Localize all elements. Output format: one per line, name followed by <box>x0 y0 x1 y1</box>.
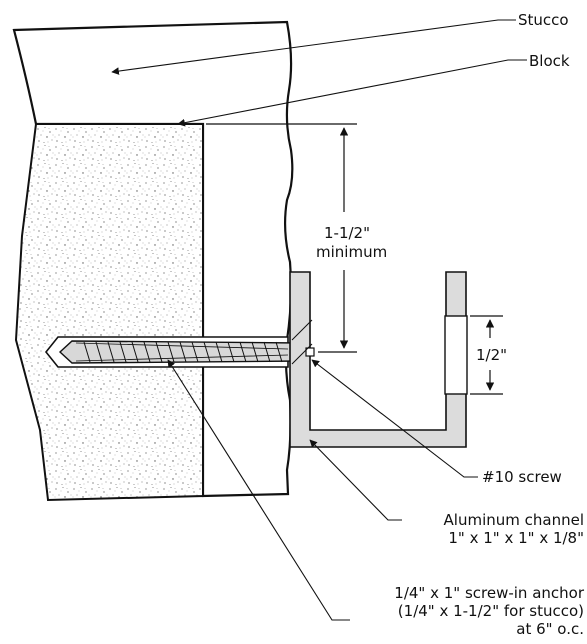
label-anchor-stucco: (1/4" x 1-1/2" for stucco) <box>398 602 584 620</box>
label-minimum-word: minimum <box>316 243 387 261</box>
aluminum-channel <box>289 271 467 448</box>
channel-slot <box>444 315 468 395</box>
label-block: Block <box>529 52 570 70</box>
label-channel-name: Aluminum channel <box>444 511 584 529</box>
label-screw: #10 screw <box>482 468 562 486</box>
dimension-half-inch <box>470 315 503 395</box>
leader-lines <box>111 19 527 621</box>
concrete-block <box>14 123 204 502</box>
label-anchor-spacing: at 6" o.c. <box>516 620 584 638</box>
label-stucco: Stucco <box>518 11 569 29</box>
screw-in-anchor <box>58 340 301 364</box>
label-anchor-name: 1/4" x 1" screw-in anchor <box>394 584 585 602</box>
screw-head <box>305 347 315 357</box>
label-minimum-value: 1-1/2" <box>324 224 370 242</box>
label-channel-size: 1" x 1" x 1" x 1/8" <box>448 529 584 547</box>
label-half-inch: 1/2" <box>476 346 507 364</box>
dimension-minimum <box>206 123 357 353</box>
